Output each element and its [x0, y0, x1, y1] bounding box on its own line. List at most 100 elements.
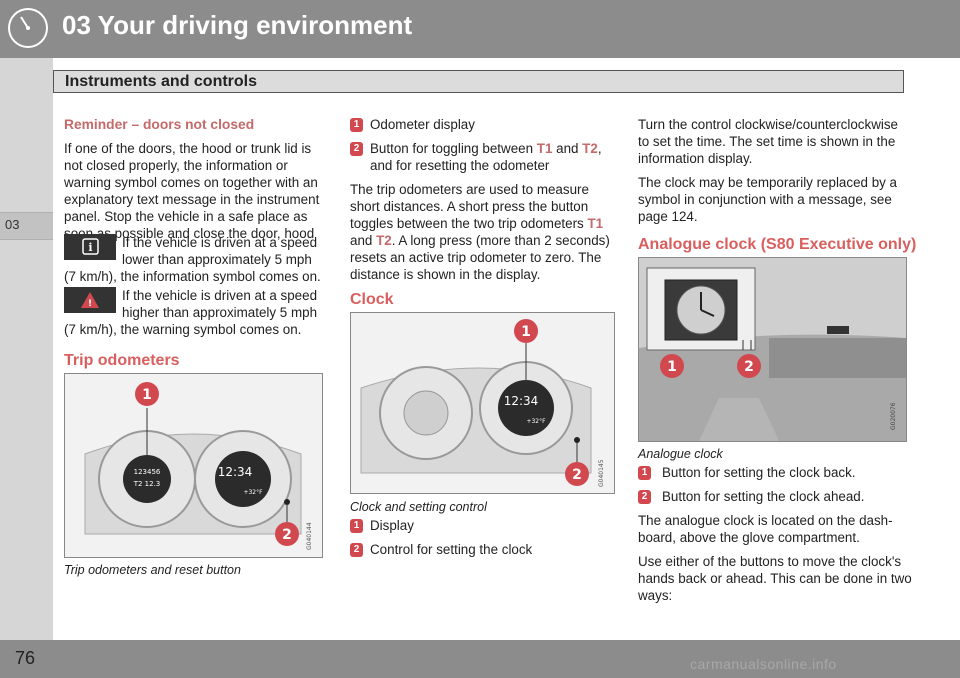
analogue-legend: 1 Button for setting the clock back. 2 B… [638, 464, 913, 611]
legend-item-2-post: , and for resetting the odometer [370, 141, 602, 173]
analogue-callout-2-label: 2 [744, 359, 754, 375]
symbol-paragraph: The clock may be temporarily replaced by… [638, 175, 897, 224]
trip-paragraph: The trip odometers are used to measure s… [350, 181, 616, 283]
page-number: 76 [15, 648, 36, 668]
legend-item-2-pre: Button for toggling between [370, 141, 537, 156]
callout-2 [275, 522, 299, 546]
clock-legend-item-1-text: Display [370, 518, 414, 533]
analogue-callout-1 [660, 354, 684, 378]
figure-temp-readout: +32°F [243, 489, 263, 496]
clock-legend-item-2: 2 Control for setting the clock [350, 541, 613, 558]
trip-heading-wrap: Trip odometers [64, 352, 324, 376]
warning-text-block: If the vehicle is driven at a speed high… [122, 287, 332, 321]
analogue-callout-1-label: 1 [667, 359, 677, 375]
clock-callout-1 [514, 319, 538, 343]
chapter-number: 03 [5, 217, 20, 232]
column-1: Reminder – doors not closed If one of th… [64, 116, 324, 266]
analogue-heading-wrap: Analogue clock (S80 Executive only) [638, 236, 918, 260]
callout-1 [135, 382, 159, 406]
and-text: and [552, 141, 583, 156]
trip-odometer-figure: 123456 T2 12.3 12:34 +32°F 1 2 G040144 [64, 373, 323, 558]
column-3: Turn the control clockwise/counterclockw… [638, 116, 908, 232]
trip-odometers-heading: Trip odometers [64, 352, 180, 369]
analogue-clock-figure: 1 2 G020076 [638, 257, 907, 442]
section-title: Instruments and controls [65, 73, 258, 90]
callout-2-badge: 2 [350, 142, 363, 156]
clock-figure-caption: Clock and setting control [350, 500, 487, 514]
clock-cluster-illustration: 12:34 +32°F 1 2 G040145 [351, 313, 614, 493]
legend-item-1: 1 Odometer display [350, 116, 616, 133]
analogue-figure-code: G020076 [890, 402, 897, 430]
t2-label: T2 [582, 141, 598, 156]
clock-legend: 1 Display 2 Control for setting the cloc… [350, 517, 613, 565]
t1-inline: T1 [587, 216, 604, 231]
warning-line-2: higher than approximately 5 mph [122, 305, 318, 320]
clock-legend-item-2-text: Control for setting the clock [370, 542, 533, 557]
analogue-clock-heading: Analogue clock (S80 Executive only) [638, 236, 917, 253]
callout-1-badge: 1 [350, 118, 363, 132]
instrument-cluster-illustration: 123456 T2 12.3 12:34 +32°F 1 2 G040144 [65, 374, 322, 557]
clock-heading: Clock [350, 291, 394, 308]
watermark-text: carmanualsonline.info [690, 656, 837, 672]
clock-callout-1-label: 1 [521, 324, 531, 340]
control-paragraph: Turn the control clockwise/counterclockw… [638, 117, 898, 166]
information-symbol: i [64, 234, 116, 260]
section-title-bar: Instruments and controls [53, 70, 904, 93]
warning-line-1: If the vehicle is driven at a speed [122, 288, 318, 303]
clock-figure-temp: +32°F [526, 418, 546, 425]
t1-label: T1 [536, 141, 553, 156]
analogue-badge-1: 1 [638, 466, 651, 480]
clock-badge-2: 2 [350, 543, 363, 557]
footer-bar [0, 640, 960, 678]
clock-callout-2 [565, 462, 589, 486]
trip-paragraph-a: The trip odometers are used to measure s… [350, 182, 589, 231]
info-icon: i [82, 238, 99, 255]
chapter-tab: 03 [0, 212, 53, 240]
clock-heading-wrap: Clock [350, 291, 616, 315]
legend-item-1-text: Odometer display [370, 117, 475, 132]
analogue-figure-caption: Analogue clock [638, 447, 723, 461]
location-paragraph: The analogue clock is located on the das… [638, 513, 893, 545]
figure-odometer-readout: 123456 [134, 468, 161, 476]
callout-1-label: 1 [142, 387, 152, 403]
warning-symbol: ! [64, 287, 116, 313]
analogue-legend-item-1-text: Button for setting the clock back. [662, 465, 856, 480]
gauge-icon [8, 8, 48, 48]
trip-figure-caption: Trip odometers and reset button [64, 563, 241, 577]
buttons-paragraph: Use either of the buttons to move the cl… [638, 554, 912, 603]
svg-text:!: ! [88, 299, 92, 309]
info-text-block: If the vehicle is driven at a speed lowe… [122, 234, 332, 268]
analogue-badge-2: 2 [638, 490, 651, 504]
warning-line-3: (7 km/h), the warning symbol comes on. [64, 322, 302, 337]
analogue-clock-illustration: 1 2 G020076 [639, 258, 906, 441]
reminder-heading: Reminder – doors not closed [64, 117, 255, 132]
analogue-legend-item-2: 2 Button for setting the clock ahead. [638, 488, 913, 505]
figure-trip-readout: T2 12.3 [133, 480, 161, 488]
chapter-header-bar: 03 Your driving environment [0, 0, 960, 58]
column-2: 1 Odometer display 2 Button for toggling… [350, 116, 616, 290]
figure-code: G040144 [306, 522, 313, 550]
analogue-legend-item-2-text: Button for setting the clock ahead. [662, 489, 865, 504]
info-line-1: If the vehicle is driven at a speed [122, 235, 318, 250]
figure-time-readout: 12:34 [218, 465, 253, 479]
svg-text:i: i [88, 241, 92, 254]
warning-icon: ! [81, 292, 99, 309]
clock-legend-item-1: 1 Display [350, 517, 613, 534]
callout-2-label: 2 [282, 527, 292, 543]
chapter-title: 03 Your driving environment [62, 10, 413, 40]
analogue-legend-item-1: 1 Button for setting the clock back. [638, 464, 913, 481]
clock-figure: 12:34 +32°F 1 2 G040145 [350, 312, 615, 494]
legend-item-2: 2 Button for toggling between T1 and T2,… [350, 140, 616, 174]
clock-callout-2-label: 2 [572, 467, 582, 483]
info-line-2: lower than approximately 5 mph [122, 252, 312, 267]
trip-paragraph-b: . A long press (more than 2 seconds) res… [350, 233, 610, 282]
and-inline: and [350, 233, 377, 248]
reminder-text: If one of the doors, the hood or trunk l… [64, 141, 320, 258]
clock-figure-time: 12:34 [504, 394, 539, 408]
clock-badge-1: 1 [350, 519, 363, 533]
info-line-3: (7 km/h), the information symbol comes o… [64, 269, 321, 284]
clock-figure-code: G040145 [598, 459, 605, 487]
analogue-callout-2 [737, 354, 761, 378]
chapter-sidebar [0, 58, 53, 640]
t2-inline: T2 [376, 233, 392, 248]
